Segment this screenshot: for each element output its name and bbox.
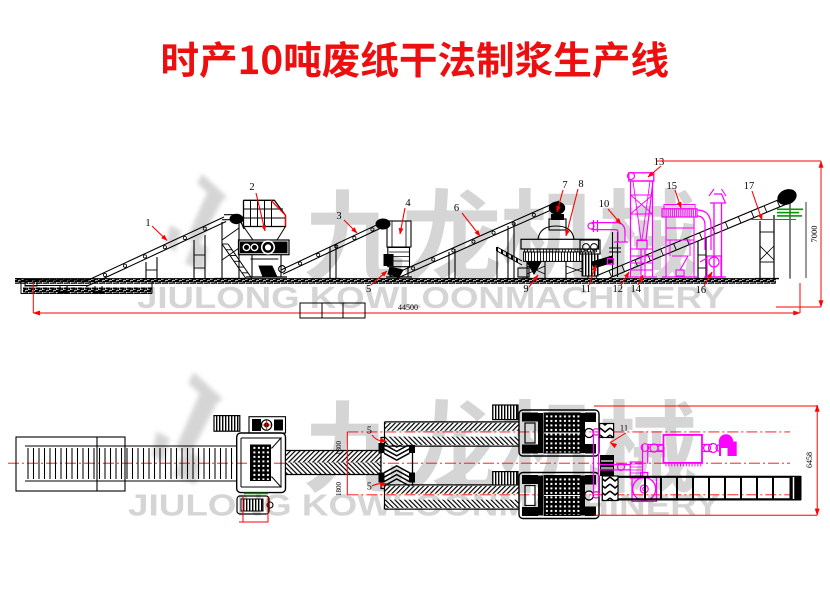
svg-text:11: 11 — [581, 284, 591, 295]
svg-text:6458: 6458 — [805, 452, 814, 468]
svg-text:1: 1 — [145, 218, 150, 229]
svg-text:2: 2 — [249, 182, 254, 193]
svg-text:5: 5 — [367, 482, 372, 493]
svg-text:44500: 44500 — [398, 303, 418, 312]
svg-text:7: 7 — [562, 180, 567, 191]
svg-text:5: 5 — [366, 284, 371, 295]
svg-text:5: 5 — [367, 426, 372, 437]
svg-text:16: 16 — [696, 285, 707, 296]
svg-text:15: 15 — [667, 181, 678, 192]
svg-text:1800: 1800 — [335, 482, 343, 497]
svg-text:14: 14 — [631, 284, 642, 295]
svg-text:12: 12 — [613, 284, 624, 295]
svg-text:11: 11 — [620, 423, 628, 433]
svg-text:4: 4 — [405, 198, 411, 209]
svg-text:7000: 7000 — [809, 226, 819, 243]
svg-text:3: 3 — [336, 211, 341, 222]
svg-text:13: 13 — [654, 157, 665, 168]
svg-text:JIULONG KOWLOONMACHINERY: JIULONG KOWLOONMACHINERY — [137, 281, 725, 315]
svg-text:6: 6 — [454, 203, 459, 214]
svg-text:8: 8 — [578, 179, 583, 190]
svg-text:17: 17 — [744, 181, 755, 192]
svg-text:9: 9 — [523, 284, 528, 295]
svg-text:1800: 1800 — [335, 441, 343, 456]
svg-text:10: 10 — [599, 199, 610, 210]
